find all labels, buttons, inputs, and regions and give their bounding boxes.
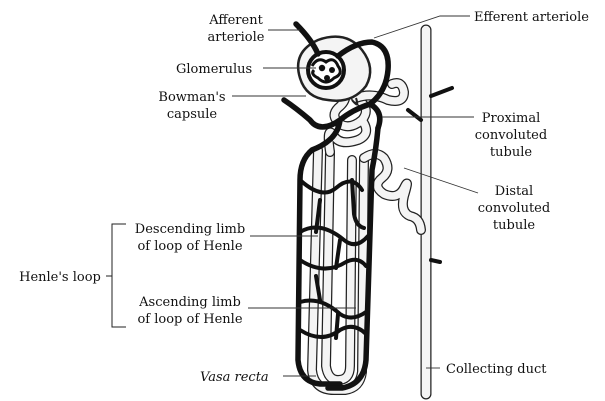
- vasa-recta-label: Vasa recta: [200, 370, 269, 385]
- proximal-tubule-label-3: tubule: [490, 145, 532, 160]
- henles-loop-label: Henle's loop: [19, 270, 101, 285]
- proximal-tubule-label: Proximal: [482, 111, 541, 126]
- distal-tubule-label-2: convoluted: [478, 201, 550, 216]
- descending-limb-label-2: of loop of Henle: [137, 239, 242, 254]
- efferent-arteriole-label: Efferent arteriole: [474, 10, 589, 25]
- afferent-arteriole-label: Afferent: [208, 13, 263, 28]
- ascending-limb-label: Ascending limb: [138, 295, 241, 310]
- proximal-tubule-label-2: convoluted: [475, 128, 547, 143]
- ascending-limb-label-2: of loop of Henle: [137, 312, 242, 327]
- afferent-arteriole-label-2: arteriole: [208, 30, 265, 45]
- collecting-duct-label: Collecting duct: [446, 362, 547, 377]
- distal-tubule-label: Distal: [495, 184, 533, 199]
- distal-tubule-label-3: tubule: [493, 218, 535, 233]
- glomerulus-label: Glomerulus: [176, 62, 252, 77]
- bowmans-capsule-label: Bowman's: [158, 90, 225, 105]
- descending-limb-label: Descending limb: [135, 222, 245, 237]
- collecting-duct: [408, 30, 452, 394]
- bowmans-capsule-label-2: capsule: [167, 107, 218, 122]
- henles-loop-bracket: [106, 224, 126, 327]
